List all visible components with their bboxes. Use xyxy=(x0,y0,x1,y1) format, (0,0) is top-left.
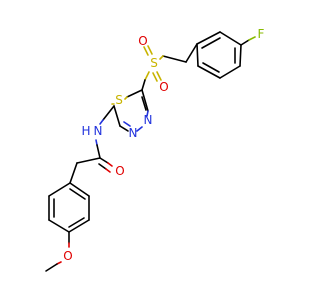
molecule-structure-diagram: S O O F S N N N H O O xyxy=(45,27,265,272)
bond xyxy=(126,89,143,98)
bond xyxy=(219,65,241,79)
double-bond xyxy=(123,121,131,127)
bond xyxy=(162,55,187,63)
methoxy-oxygen-label: O xyxy=(63,249,72,263)
bond xyxy=(113,105,121,127)
bond xyxy=(196,31,221,45)
amide-hydrogen-label: H xyxy=(81,124,90,138)
bond xyxy=(96,144,101,159)
bond xyxy=(48,182,71,197)
bond xyxy=(144,71,150,81)
bond xyxy=(196,43,199,67)
bond xyxy=(240,39,250,46)
bond xyxy=(107,162,113,167)
double-bond xyxy=(147,45,153,55)
bond xyxy=(69,182,90,197)
bond xyxy=(45,263,58,272)
bond xyxy=(248,36,256,41)
fluorophenyl-ring xyxy=(185,31,256,79)
bond xyxy=(219,31,242,46)
bond xyxy=(76,157,101,164)
ring-nitrogen-right-label: N xyxy=(144,113,153,127)
double-bond xyxy=(143,46,149,56)
bond xyxy=(146,110,149,117)
bond xyxy=(197,65,221,79)
double-bond xyxy=(156,71,162,81)
double-bond xyxy=(141,96,147,111)
bond xyxy=(141,79,146,91)
thiadiazole-ring xyxy=(111,89,149,132)
thiadiazole-sulfur-label: S xyxy=(115,93,123,107)
double-bond xyxy=(69,188,86,200)
double-bond xyxy=(68,217,85,228)
bond xyxy=(48,219,70,233)
bond xyxy=(119,125,129,132)
ring-nitrogen-bottom-label: N xyxy=(129,126,138,140)
bond xyxy=(102,105,115,121)
bond xyxy=(239,44,242,67)
double-bond xyxy=(152,72,158,82)
double-bond xyxy=(202,62,220,73)
methoxyphenyl-ring xyxy=(48,182,90,233)
bond xyxy=(185,43,198,63)
carbonyl-oxygen-label: O xyxy=(115,164,124,178)
fluorine-label: F xyxy=(258,27,265,41)
bond xyxy=(136,126,143,132)
amide-nitrogen-label: N xyxy=(94,124,103,138)
sulfonyl-oxygen-top-label: O xyxy=(138,34,147,48)
bond xyxy=(99,119,104,125)
double-bond xyxy=(105,168,111,173)
bond xyxy=(68,219,90,233)
double-bond xyxy=(98,163,107,170)
bond xyxy=(95,139,98,146)
double-bond xyxy=(201,37,221,49)
bond xyxy=(69,162,78,184)
bond xyxy=(99,157,109,164)
bond xyxy=(159,55,164,60)
sulfonyl-sulfur-label: S xyxy=(150,56,158,70)
molecule-svg: S O O F S N N N H O O xyxy=(45,27,265,272)
bond xyxy=(141,89,149,112)
sulfonyl-oxygen-bottom-label: O xyxy=(159,80,168,94)
bond xyxy=(124,96,128,100)
